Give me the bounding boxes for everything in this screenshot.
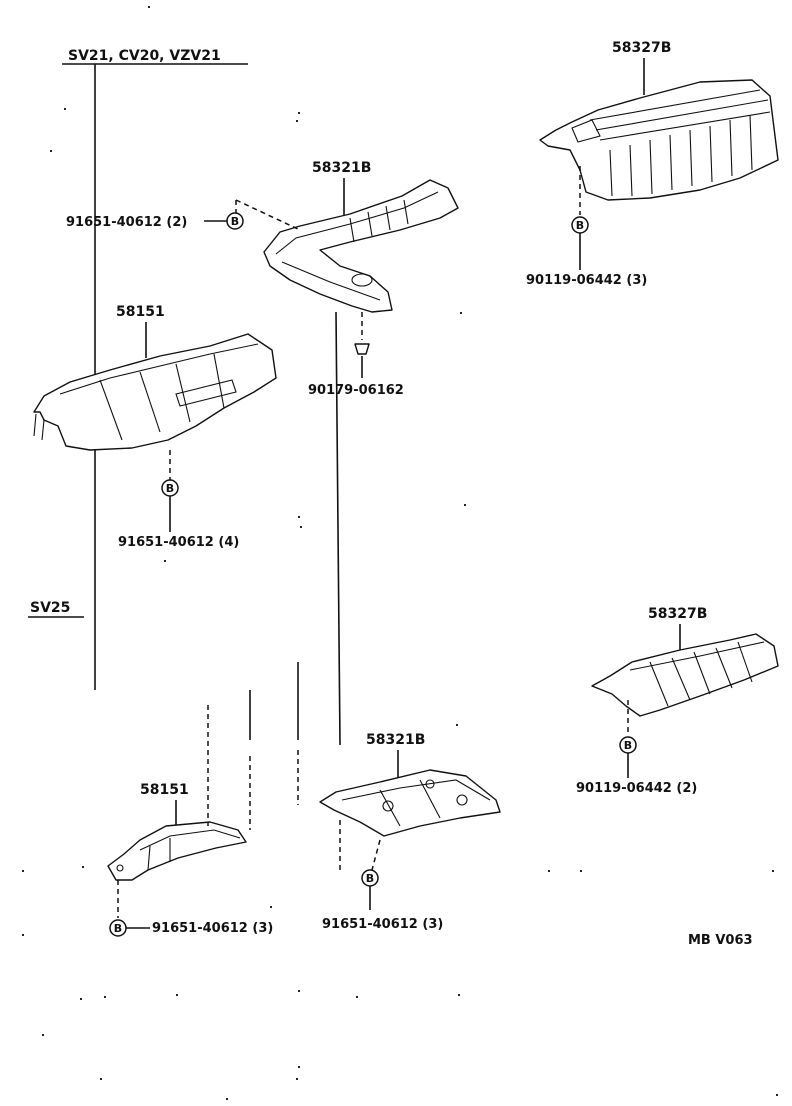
- group-label-top: SV21, CV20, VZV21: [68, 48, 221, 64]
- label-58321b-top: 58321B: [312, 160, 371, 176]
- label-91651-40612-4: 91651-40612 (4): [118, 535, 239, 550]
- heat-insulator-58151-top: [33, 333, 277, 451]
- heat-insulator-58327b-bot: [591, 633, 779, 717]
- label-90119-06442-2: 90119-06442 (2): [576, 781, 697, 796]
- svg-text:B: B: [624, 739, 632, 752]
- dash-58321b-top: [235, 199, 301, 231]
- label-91651-40612-2: 91651-40612 (2): [66, 215, 187, 230]
- link-58321b: [335, 311, 341, 746]
- bolt-b-icon: B: [109, 919, 127, 937]
- svg-text:B: B: [114, 922, 122, 935]
- group-label-bottom: SV25: [30, 600, 70, 616]
- label-91651-40612-3-left: 91651-40612 (3): [152, 921, 273, 936]
- label-58321b-bot: 58321B: [366, 732, 425, 748]
- svg-text:B: B: [231, 215, 239, 228]
- dash-58321b-bot: [371, 839, 381, 871]
- label-58327b-top: 58327B: [612, 40, 671, 56]
- bolt-b-icon: B: [226, 212, 244, 230]
- svg-text:B: B: [576, 219, 584, 232]
- label-91651-40612-3-center: 91651-40612 (3): [322, 917, 443, 932]
- bolt-b-icon: B: [571, 216, 589, 234]
- svg-text:B: B: [166, 482, 174, 495]
- label-58151-top: 58151: [116, 304, 165, 320]
- label-58151-bot: 58151: [140, 782, 189, 798]
- bolt-b-icon: B: [619, 736, 637, 754]
- label-90119-06442-3: 90119-06442 (3): [526, 273, 647, 288]
- heat-insulator-58321b-bot: [319, 769, 501, 837]
- heat-insulator-58151-bot: [107, 821, 247, 881]
- clip-nut-icon: [354, 343, 370, 355]
- label-90179-06162: 90179-06162: [308, 383, 404, 398]
- scan-specks: [22, 6, 778, 1100]
- heat-insulator-58327b-top: [539, 79, 779, 201]
- heat-insulator-58321b-top: [263, 179, 459, 313]
- bolt-b-icon: B: [361, 869, 379, 887]
- ref-code: MB V063: [688, 933, 753, 948]
- bolt-b-icon: B: [161, 479, 179, 497]
- label-58327b-bot: 58327B: [648, 606, 707, 622]
- svg-text:B: B: [366, 872, 374, 885]
